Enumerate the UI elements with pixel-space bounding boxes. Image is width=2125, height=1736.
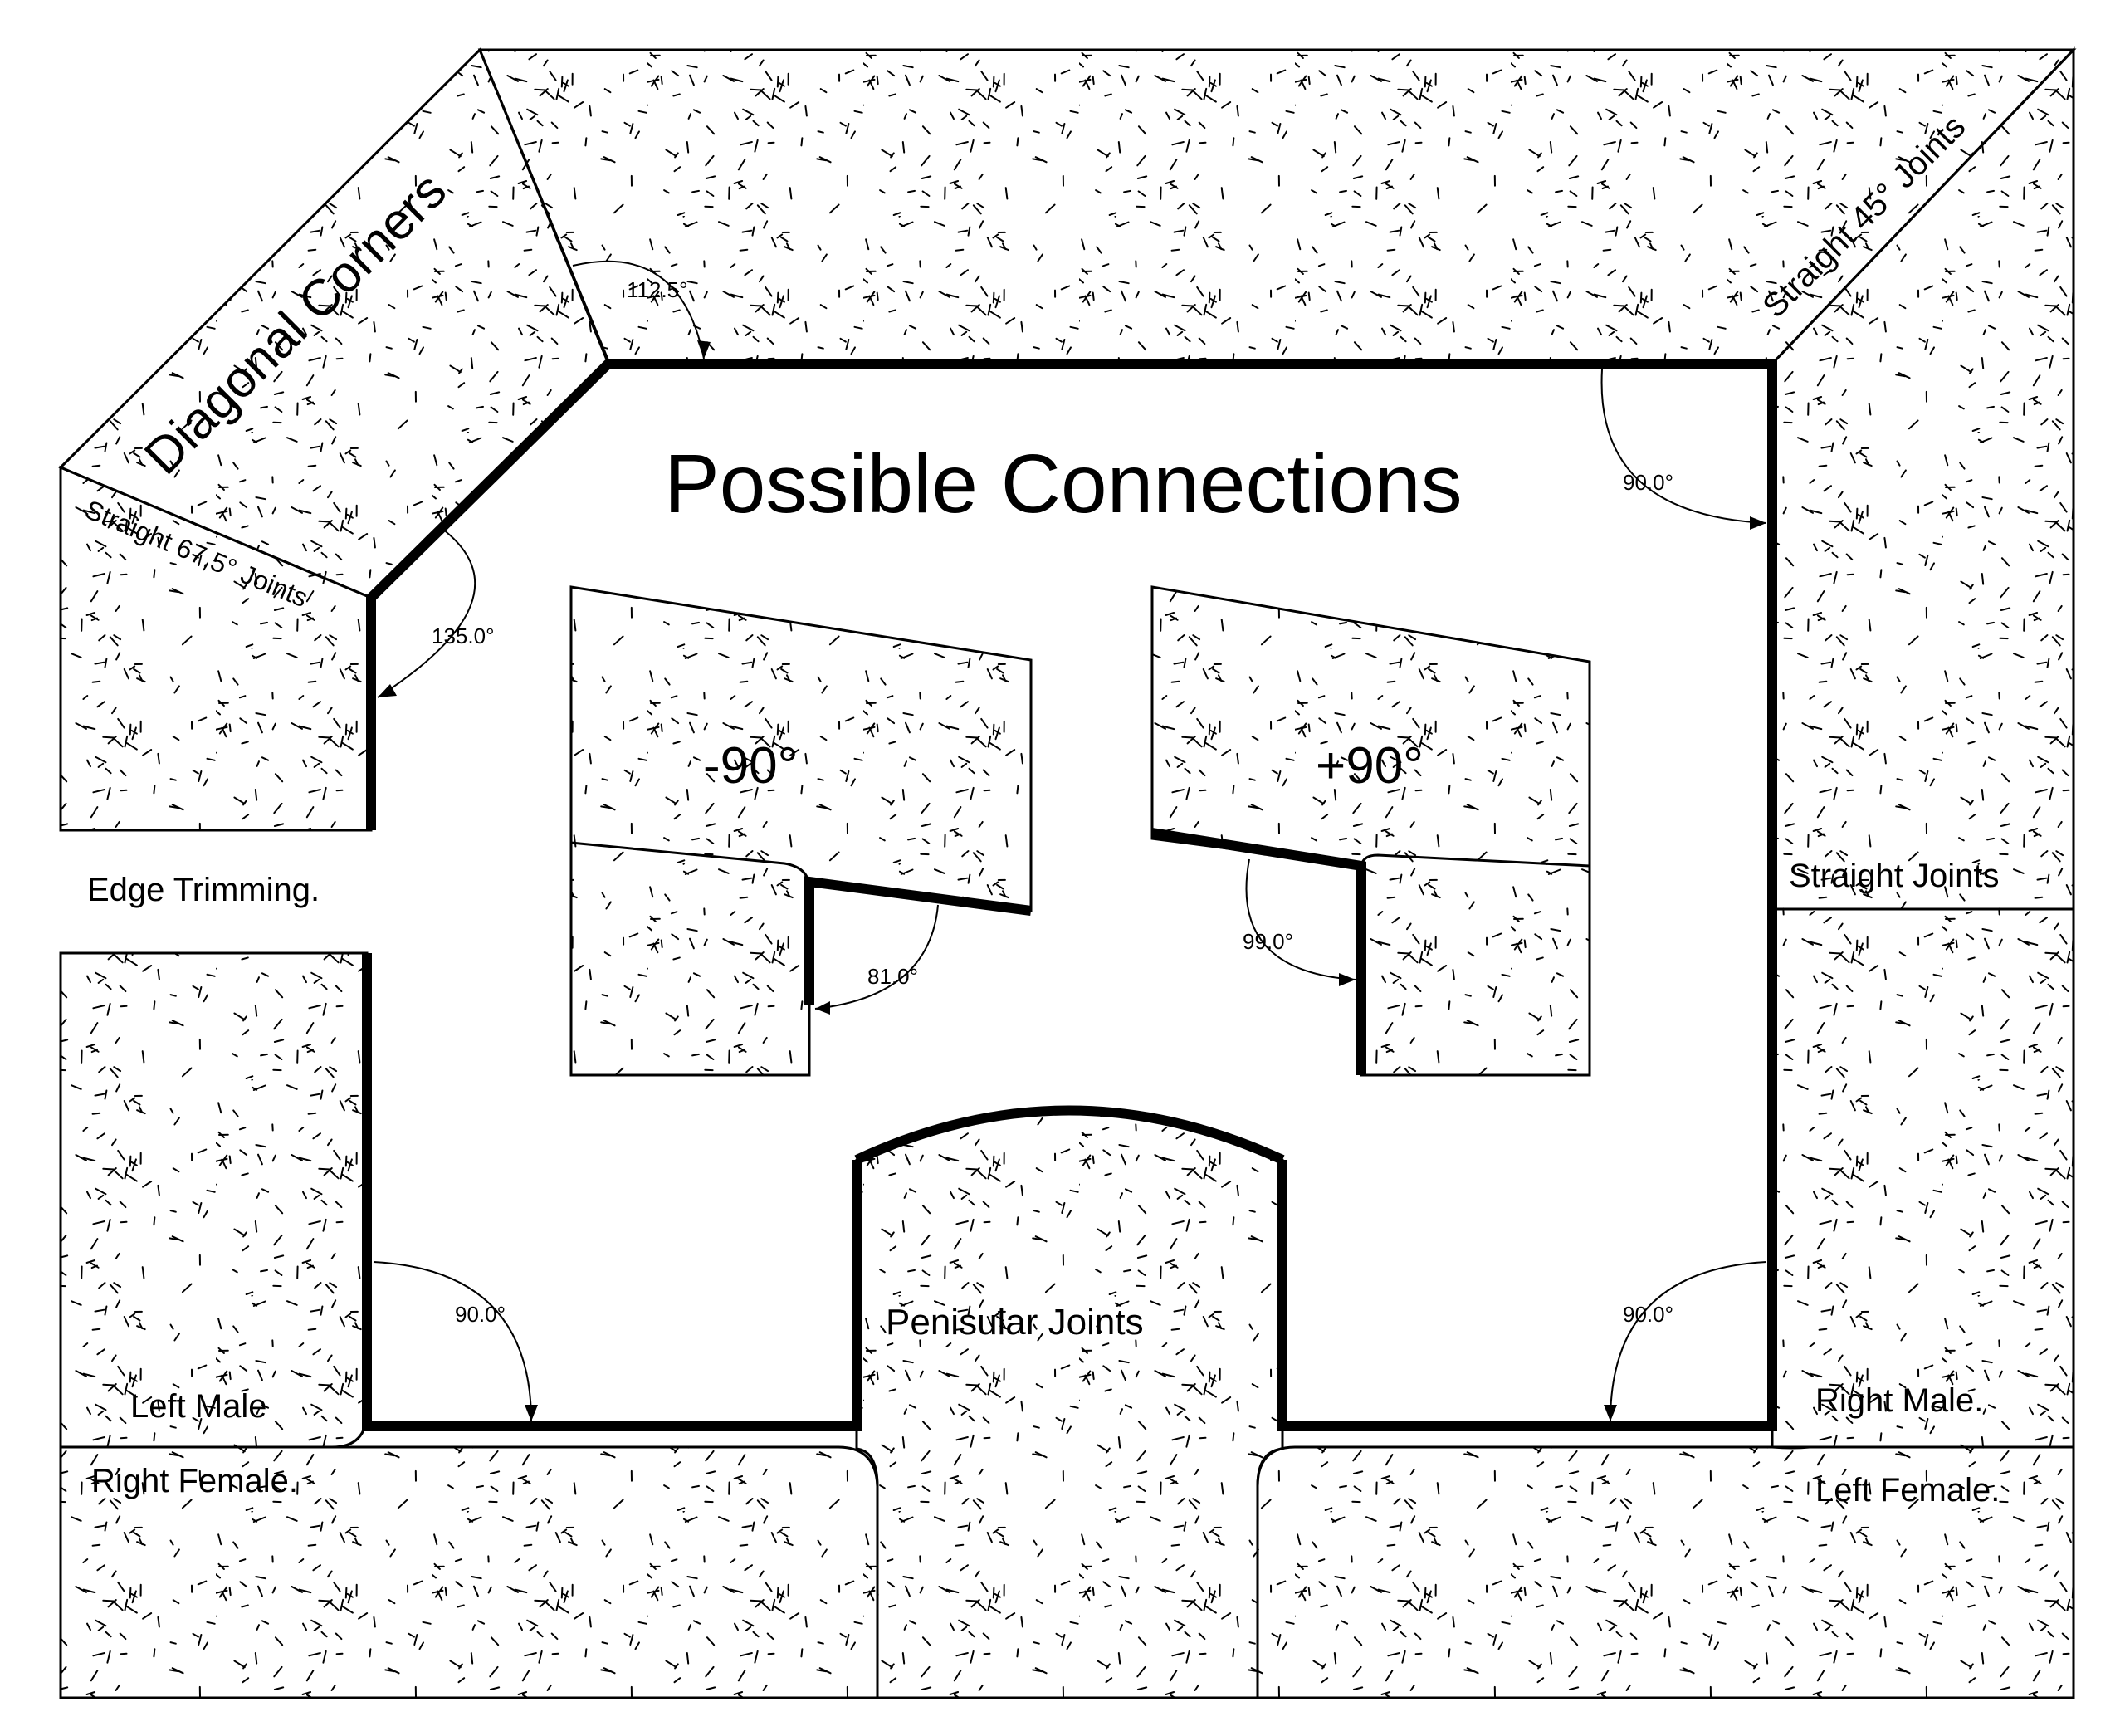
label-edge-trimming: Edge Trimming. [87,872,320,908]
angle-112: 112.5° [627,277,688,302]
arc-90-br [1610,1261,1767,1422]
peninsular-piece [855,1109,1284,1699]
stone-pieces [58,46,2077,1699]
peninsula-top [854,1105,1285,1165]
angle-90-top: 90.0° [1623,470,1673,495]
arc-90-bl [373,1261,532,1422]
label-left-male: Left Male [130,1388,267,1425]
plus-90-edge [1151,828,1366,1075]
left-female-piece [1256,1445,2075,1699]
angle-81: 81.0° [867,964,918,989]
arc-135 [377,528,476,698]
angle-90-bottom-right: 90.0° [1623,1302,1673,1327]
plus-90-piece [1150,585,1591,1077]
right-male-piece [1771,907,2075,1449]
main-outline [366,359,1777,1431]
angle-135: 135.0° [432,623,494,648]
minus-90-edge [804,876,1032,1005]
angle-90-bottom-left: 90.0° [455,1302,506,1327]
page-title: Possible Connections [664,438,1463,531]
left-bottom-outline [362,953,862,1431]
label-left-female: Left Female. [1815,1472,2000,1509]
label-straight-joints: Straight Joints [1789,858,1999,894]
angle-99: 99.0° [1243,929,1293,954]
arc-112 [572,260,705,359]
label-plus-90: +90° [1316,737,1424,795]
arc-99 [1245,858,1356,980]
label-right-female: Right Female. [91,1463,298,1499]
angle-arcs [373,260,1767,1422]
label-penisular-joints: Penisular Joints [886,1302,1144,1342]
minus-90-piece [569,585,1033,1077]
angle-arrow-heads [378,340,1766,1421]
arc-81 [814,904,939,1010]
label-right-male: Right Male. [1815,1382,1983,1419]
cut-outline [362,359,1777,1431]
left-male-piece [59,951,369,1449]
arc-90-top [1600,369,1767,524]
label-minus-90: -90° [703,737,798,795]
